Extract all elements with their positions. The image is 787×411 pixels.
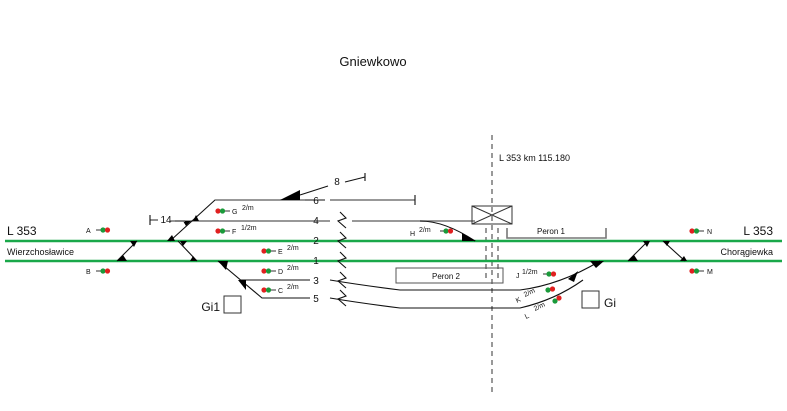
- svg-text:2/m: 2/m: [287, 265, 299, 272]
- signal-N: N: [689, 228, 712, 236]
- level-crossing-icon: [471, 205, 513, 225]
- svg-text:2/m: 2/m: [419, 227, 431, 234]
- signal-H: H 2/m: [410, 227, 454, 238]
- line-label-right: L 353: [743, 224, 773, 238]
- crossover-right-1: [627, 240, 649, 262]
- switch-wedge: [643, 241, 650, 247]
- switch-wedge: [117, 255, 127, 261]
- svg-text:H: H: [410, 231, 415, 238]
- signal-F: F 1/2m: [215, 225, 257, 236]
- track-8: [299, 185, 329, 196]
- svg-text:M: M: [707, 269, 713, 276]
- svg-text:J: J: [516, 273, 520, 280]
- switch-wedge: [280, 190, 300, 200]
- signal-K: K 2/m: [515, 286, 556, 305]
- switch-wedge: [663, 241, 670, 246]
- svg-text:F: F: [232, 229, 236, 236]
- switch-wedge: [590, 261, 604, 268]
- track-label-8: 8: [334, 177, 340, 188]
- signal-C: C 2/m: [261, 284, 299, 295]
- switch-wedge: [680, 256, 687, 261]
- track-3-east: [329, 260, 601, 291]
- switch-wedge: [167, 235, 175, 241]
- switch-wedge: [628, 255, 638, 261]
- signal-B: B: [86, 268, 111, 276]
- svg-text:L: L: [524, 313, 531, 321]
- svg-text:A: A: [86, 228, 91, 235]
- signal-L: L 2/m: [524, 295, 562, 321]
- track-label-5: 5: [313, 294, 319, 305]
- switch-wedge: [218, 261, 228, 270]
- switch-wedge: [568, 271, 578, 282]
- track-label-3: 3: [313, 276, 319, 287]
- switch-wedge: [462, 233, 476, 241]
- platform-1-label: Peron 1: [537, 227, 566, 236]
- signal-J: J 1/2m: [516, 269, 557, 280]
- svg-text:C: C: [278, 288, 283, 295]
- svg-text:2/m: 2/m: [287, 284, 299, 291]
- svg-text:G: G: [232, 209, 237, 216]
- switch-wedge: [130, 241, 137, 247]
- switch-wedge: [193, 215, 199, 221]
- switch-wedge: [183, 221, 191, 226]
- switch-wedge: [190, 256, 197, 261]
- svg-text:2/m: 2/m: [523, 287, 537, 298]
- svg-text:E: E: [278, 249, 283, 256]
- platform-2-label: Peron 2: [432, 272, 461, 281]
- station-left: Wierzchosławice: [7, 247, 74, 257]
- track-5-east: [329, 279, 584, 309]
- svg-text:B: B: [86, 269, 91, 276]
- signal-M: M: [689, 268, 713, 276]
- line-label-left: L 353: [7, 224, 37, 238]
- signal-D: D 2/m: [261, 265, 299, 276]
- track-label-2: 2: [313, 236, 319, 247]
- platform-2: [395, 267, 504, 284]
- station-title: Gniewkowo: [339, 54, 406, 69]
- signal-box-gi-label: Gi: [604, 296, 616, 310]
- track-8-end: [344, 176, 366, 183]
- track-5-connector: [217, 260, 310, 299]
- signal-box-gi: [581, 290, 600, 309]
- switch-wedge: [180, 241, 187, 246]
- insulated-joints: [336, 211, 347, 307]
- signal-E: E 2/m: [261, 245, 299, 256]
- platform-1-outline: [506, 228, 607, 239]
- track-label-14: 14: [160, 215, 172, 226]
- signal-box-gi1-label: Gi1: [201, 300, 220, 314]
- svg-text:2/m: 2/m: [242, 205, 254, 212]
- svg-text:K: K: [515, 296, 522, 304]
- svg-text:N: N: [707, 229, 712, 236]
- track-label-1: 1: [313, 256, 319, 267]
- svg-text:D: D: [278, 269, 283, 276]
- station-right: Chorągiewka: [720, 247, 773, 257]
- signal-box-gi1: [223, 295, 242, 314]
- svg-text:2/m: 2/m: [287, 245, 299, 252]
- svg-text:1/2m: 1/2m: [241, 225, 257, 232]
- svg-text:1/2m: 1/2m: [522, 269, 538, 276]
- svg-text:2/m: 2/m: [533, 301, 547, 312]
- switch-wedge: [238, 280, 246, 290]
- signal-A: A: [86, 227, 111, 235]
- track-label-4: 4: [313, 216, 319, 227]
- track-label-6: 6: [313, 196, 319, 207]
- signal-G: G 2/m: [215, 205, 254, 216]
- km-label: L 353 km 115.180: [499, 153, 570, 163]
